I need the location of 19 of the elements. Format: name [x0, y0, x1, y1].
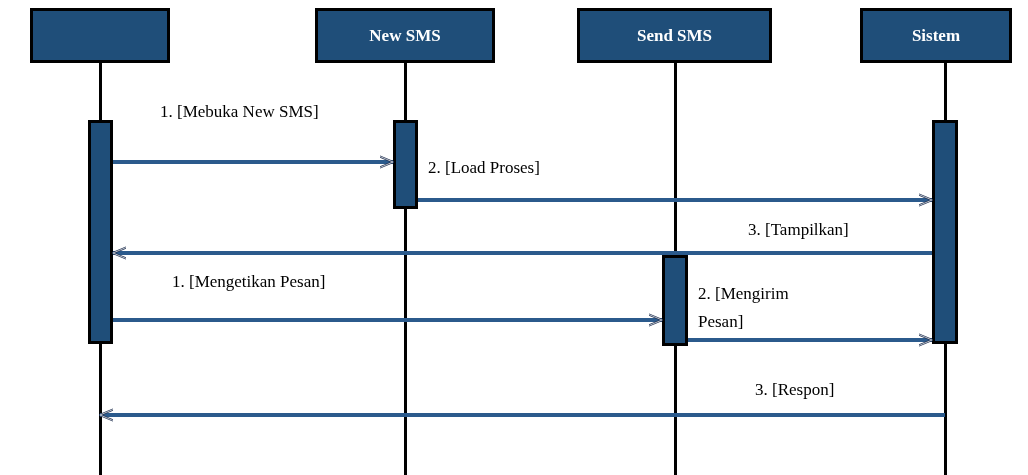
- edge-label: 2. [Mengirim Pesan]: [698, 283, 790, 333]
- activation-bar: [88, 120, 113, 344]
- edge-label: 3. [Tampilkan]: [748, 219, 850, 241]
- message-arrow: [98, 408, 945, 422]
- message-arrow: [113, 313, 664, 327]
- activation-bar: [393, 120, 418, 209]
- message-arrow: [111, 246, 932, 260]
- message-arrow: [113, 155, 395, 169]
- participant-name: Sistem: [910, 24, 962, 47]
- activation-bar: [932, 120, 958, 344]
- edge-label: 3. [Respon]: [755, 379, 836, 401]
- edge-label: 1. [Mebuka New SMS]: [160, 101, 320, 123]
- participant-name: Send SMS: [635, 24, 714, 47]
- participant-name: New SMS: [368, 24, 442, 47]
- edge-label: 2. [Load Proses]: [428, 157, 541, 179]
- message-arrow: [688, 333, 934, 347]
- edge-label: 1. [Mengetikan Pesan]: [172, 271, 327, 293]
- message-arrow: [418, 193, 934, 207]
- activation-bar: [662, 255, 688, 346]
